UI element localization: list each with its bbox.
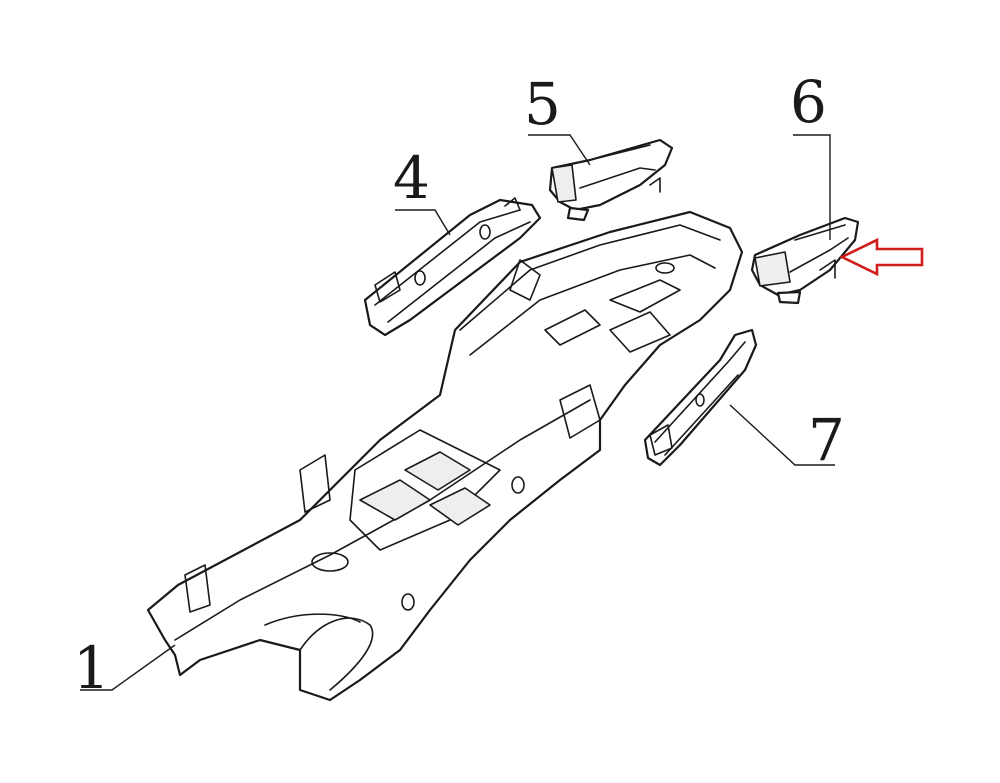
callout-6: 6 [790,68,827,136]
leader-6 [793,134,831,240]
callout-5: 5 [524,70,561,138]
callout-7: 7 [808,406,845,474]
callout-4: 4 [393,144,430,212]
leader-lines [80,134,835,691]
callout-1: 1 [73,634,110,702]
leader-7 [729,404,835,466]
part-7-right-strip [643,328,758,467]
leader-1 [80,644,176,691]
part-6-target-bracket [750,216,860,305]
part-4-left-strip [363,197,542,337]
part-1-main-frame [146,210,744,702]
callout-labels: 1 4 5 6 7 [73,68,845,702]
arrow-left-icon [839,237,924,277]
leader-4 [395,209,451,236]
part-5-upper-bracket [548,138,674,222]
leader-5 [528,134,591,166]
